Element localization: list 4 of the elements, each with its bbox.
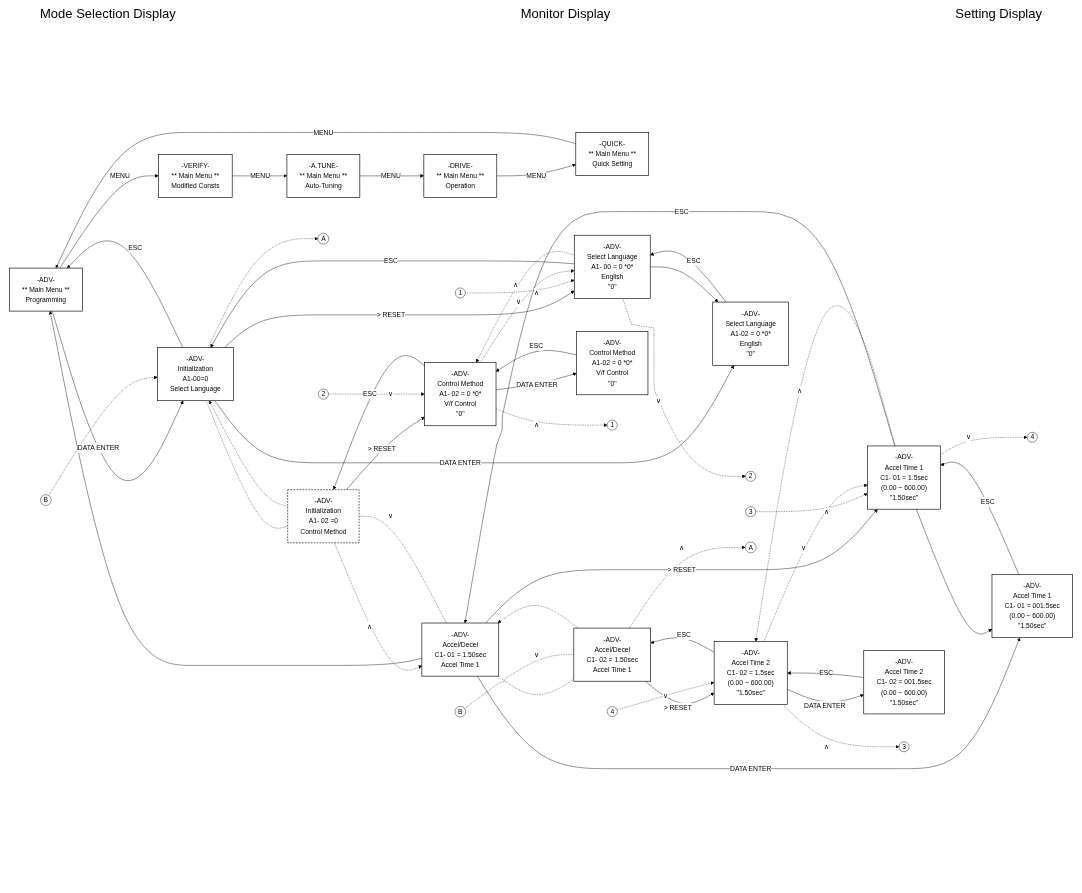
column-heading: Mode Selection Display xyxy=(40,6,176,21)
connector xyxy=(497,676,575,696)
column-heading: Setting Display xyxy=(955,6,1042,21)
column-heading: Monitor Display xyxy=(520,6,611,21)
